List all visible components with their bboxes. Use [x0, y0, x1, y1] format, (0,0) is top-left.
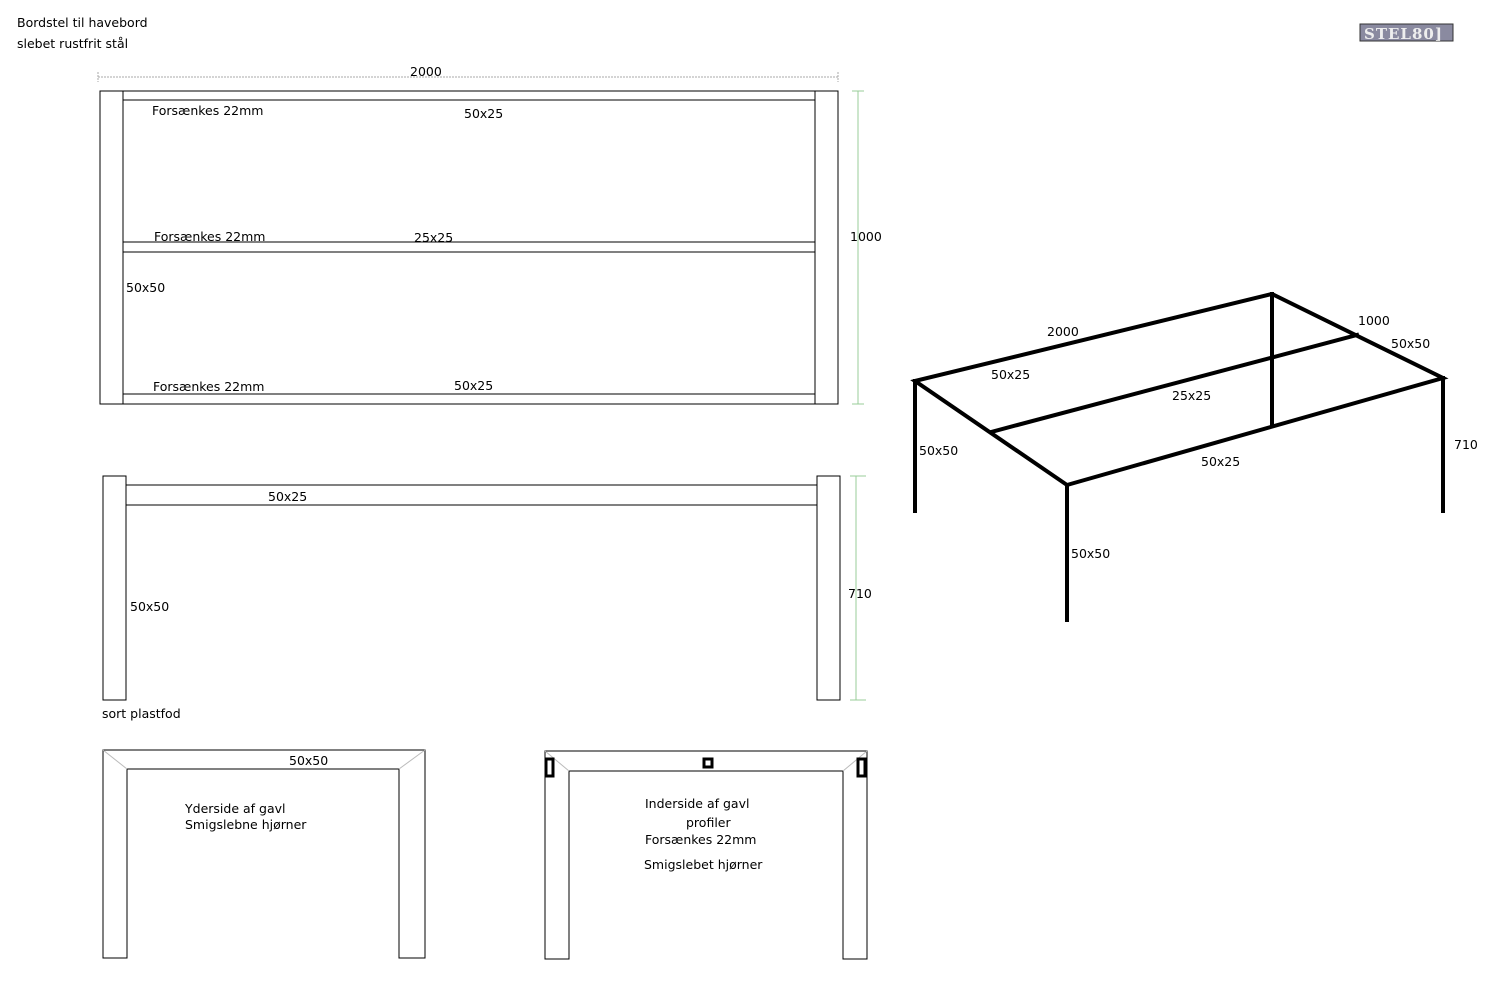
label-depth: 1000: [1358, 313, 1390, 328]
end-outer-view: 50x50 Yderside af gavl Smigslebne hjørne…: [102, 749, 426, 959]
height-dimension: 710: [848, 586, 872, 601]
side-view: 50x25 50x50 710 sort plastfod: [102, 475, 872, 721]
title-line1: Bordstel til havebord: [17, 15, 148, 30]
title-line2: slebet rustfrit stål: [17, 36, 128, 51]
label-bot-profile: 50x25: [454, 378, 493, 393]
label-leg: 50x50: [130, 599, 169, 614]
label-line1: Yderside af gavl: [184, 801, 285, 816]
iso-view: 2000 1000 710 50x25 25x25 50x25 50x50 50…: [910, 291, 1478, 622]
label-profile: 50x50: [289, 753, 328, 768]
foot-note: sort plastfod: [102, 706, 181, 721]
label-bot-sink: Forsænkes 22mm: [153, 379, 264, 394]
label-leg-left: 50x50: [919, 443, 958, 458]
label-rail-back: 50x25: [991, 367, 1030, 382]
end-inner-view: Inderside af gavl profiler Forsænkes 22m…: [544, 750, 868, 960]
label-height: 710: [1454, 437, 1478, 452]
label-leg: 50x50: [126, 280, 165, 295]
width-dimension: 2000: [410, 64, 442, 79]
top-view: 2000 1000 Forsænkes 22mm 50x25 Forsænkes…: [97, 64, 882, 405]
label-line2: profiler: [686, 815, 731, 830]
label-rail: 50x25: [268, 489, 307, 504]
label-mid-profile: 25x25: [414, 230, 453, 245]
label-leg-front: 50x50: [1071, 546, 1110, 561]
label-line4: Smigslebet hjørner: [644, 857, 763, 872]
label-length: 2000: [1047, 324, 1079, 339]
logo: STEL80]: [1359, 23, 1454, 43]
label-rail-end: 50x50: [1391, 336, 1430, 351]
label-line2: Smigslebne hjørner: [185, 817, 307, 832]
label-rail-front: 50x25: [1201, 454, 1240, 469]
label-mid-sink: Forsænkes 22mm: [154, 229, 265, 244]
label-line1: Inderside af gavl: [645, 796, 749, 811]
label-line3: Forsænkes 22mm: [645, 832, 756, 847]
label-rail-mid: 25x25: [1172, 388, 1211, 403]
depth-dimension: 1000: [850, 229, 882, 244]
logo-text: STEL80]: [1364, 25, 1443, 43]
label-top-profile: 50x25: [464, 106, 503, 121]
label-top-sink: Forsænkes 22mm: [152, 103, 263, 118]
